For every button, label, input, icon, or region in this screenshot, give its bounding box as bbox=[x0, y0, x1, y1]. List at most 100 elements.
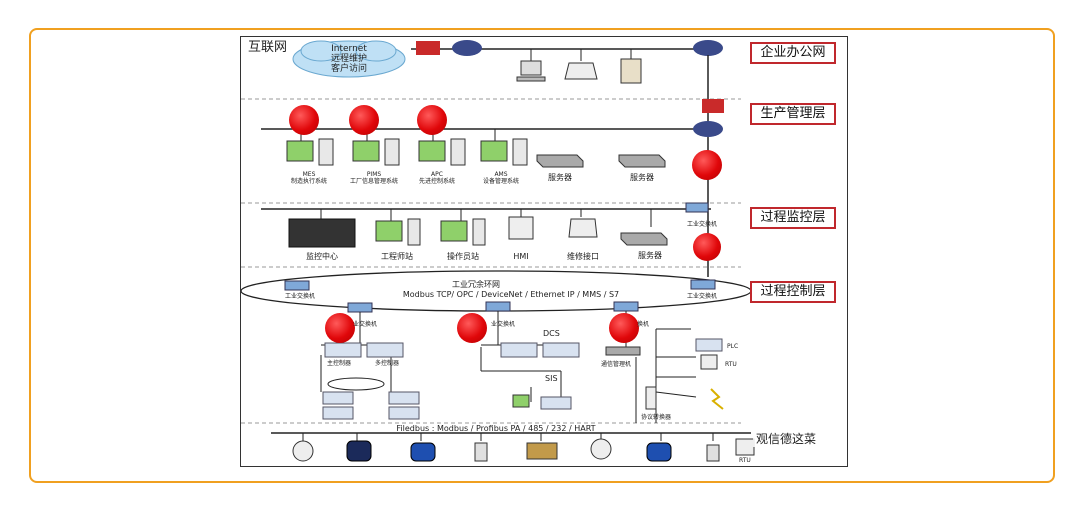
cloud-line-3: 客户访问 bbox=[330, 64, 367, 74]
converter-icon bbox=[645, 386, 657, 410]
server-label: 服务器 bbox=[548, 173, 572, 182]
switch-icon bbox=[613, 301, 639, 312]
firewall-icon bbox=[702, 99, 724, 113]
router-icon bbox=[693, 40, 723, 56]
router-icon bbox=[452, 40, 482, 56]
switch-icon bbox=[284, 280, 310, 291]
diagram-graphics bbox=[241, 40, 755, 462]
router-icon bbox=[693, 121, 723, 137]
workstation-icon bbox=[286, 140, 314, 162]
video-wall-icon bbox=[288, 218, 356, 248]
switch-icon bbox=[485, 301, 511, 312]
ics-network-diagram: 企业办公网 生产管理层 过程监控层 过程控制层 互联网 Internet 远程维… bbox=[240, 36, 848, 467]
production-network bbox=[261, 99, 724, 277]
fieldbus-label: Filedbus : Modbus / Profibus PA / 485 / … bbox=[396, 424, 596, 433]
bus-loop bbox=[327, 377, 385, 391]
firewall-icon bbox=[416, 41, 440, 55]
system-code: APC bbox=[431, 171, 443, 178]
rtu-label: RTU bbox=[725, 361, 737, 368]
rtu-icon bbox=[700, 354, 718, 370]
server-label: 服务器 bbox=[638, 251, 662, 260]
ring-label: 工业冗余环网 bbox=[452, 280, 500, 289]
switch-label-right: 工业交换机 bbox=[687, 293, 718, 300]
plc-label: PLC bbox=[727, 343, 739, 350]
switch-icon bbox=[685, 202, 709, 213]
watermark: 观信德这菜 bbox=[753, 431, 820, 447]
workstation-icon bbox=[375, 220, 403, 242]
workstation-icon bbox=[440, 220, 468, 242]
pressure-gauge-icon bbox=[292, 440, 314, 462]
switch-label-left: 工业交换机 bbox=[285, 293, 316, 300]
internet-label: 互联网 bbox=[248, 40, 288, 55]
comm-manager-icon bbox=[605, 346, 641, 356]
risk-marker bbox=[692, 150, 722, 180]
system-code: AMS bbox=[494, 171, 508, 178]
rack-server-icon bbox=[536, 154, 584, 168]
risk-marker bbox=[349, 105, 379, 135]
risk-marker bbox=[289, 105, 319, 135]
operator-station-label: 操作员站 bbox=[447, 252, 479, 261]
industrial-switch-label: 工业交换机 bbox=[687, 221, 718, 228]
comm-manager-label: 通信管理机 bbox=[601, 361, 632, 368]
system-name: 设备管理系统 bbox=[482, 178, 519, 185]
zone-separators bbox=[241, 98, 741, 424]
switch-label-a: 业交换机 bbox=[353, 321, 378, 328]
server-label: 服务器 bbox=[630, 173, 654, 182]
layer-label-production: 生产管理层 bbox=[750, 103, 836, 125]
system-name: 先进控制系统 bbox=[418, 178, 455, 185]
server-tower-icon bbox=[620, 58, 642, 84]
workstation-icon bbox=[418, 140, 446, 162]
system-name: 制造执行系统 bbox=[290, 178, 327, 185]
internet-cloud bbox=[292, 40, 406, 78]
switch-icon bbox=[347, 302, 373, 313]
engineer-station-label: 工程师站 bbox=[381, 252, 413, 261]
risk-marker bbox=[417, 105, 447, 135]
controller-label: 多控制器 bbox=[375, 360, 400, 367]
rtu-icon bbox=[735, 438, 755, 456]
monitor-center-label: 监控中心 bbox=[306, 252, 338, 261]
protocols-label: Modbus TCP/ OPC / DeviceNet / Ethernet I… bbox=[402, 290, 620, 299]
fieldbus bbox=[271, 432, 755, 462]
system-code: MES bbox=[302, 171, 316, 178]
protocol-converter-label: 协议转换器 bbox=[641, 414, 672, 421]
rack-server-icon bbox=[618, 154, 666, 168]
laptop-icon bbox=[568, 218, 598, 238]
layer-label-control: 过程控制层 bbox=[750, 281, 836, 303]
transmitter-icon bbox=[474, 442, 488, 462]
laptop-icon bbox=[564, 62, 598, 80]
sis-label: SIS bbox=[545, 374, 558, 383]
hmi-label: HMI bbox=[513, 252, 529, 261]
motor-icon bbox=[410, 442, 436, 462]
motor-icon bbox=[646, 442, 672, 462]
motor-icon bbox=[346, 440, 372, 462]
cloud-line-2: 远程维护 bbox=[330, 54, 367, 64]
risk-marker bbox=[325, 313, 355, 343]
workstation-icon bbox=[352, 140, 380, 162]
layer-label-monitoring: 过程监控层 bbox=[750, 207, 836, 229]
rtu-label: RTU bbox=[739, 457, 751, 464]
rack-server-icon bbox=[620, 232, 668, 246]
workstation-icon bbox=[512, 394, 530, 408]
pressure-gauge-icon bbox=[590, 438, 612, 460]
monitoring-network bbox=[261, 202, 711, 248]
main-controller-label: 主控制器 bbox=[327, 360, 352, 367]
maintenance-port-label: 维修接口 bbox=[567, 252, 599, 261]
office-network bbox=[411, 40, 723, 129]
risk-marker bbox=[457, 313, 487, 343]
switch-label-b: 业交换机 bbox=[491, 321, 516, 328]
dcs-label: DCS bbox=[543, 329, 560, 338]
layer-label-office: 企业办公网 bbox=[750, 42, 836, 64]
risk-marker bbox=[693, 233, 721, 261]
wireless-icon bbox=[710, 388, 724, 410]
risk-marker bbox=[609, 313, 639, 343]
desktop-icon bbox=[520, 60, 542, 76]
switch-icon bbox=[690, 279, 716, 290]
system-name: 工厂信息管理系统 bbox=[349, 178, 398, 185]
system-code: PIMS bbox=[366, 171, 382, 178]
transmitter-icon bbox=[706, 444, 720, 462]
cloud-line-1: Internet bbox=[331, 44, 367, 54]
workstation-icon bbox=[480, 140, 508, 162]
switch-label-c: 换机 bbox=[637, 321, 650, 328]
hmi-icon bbox=[508, 216, 534, 240]
valve-icon bbox=[526, 442, 558, 460]
